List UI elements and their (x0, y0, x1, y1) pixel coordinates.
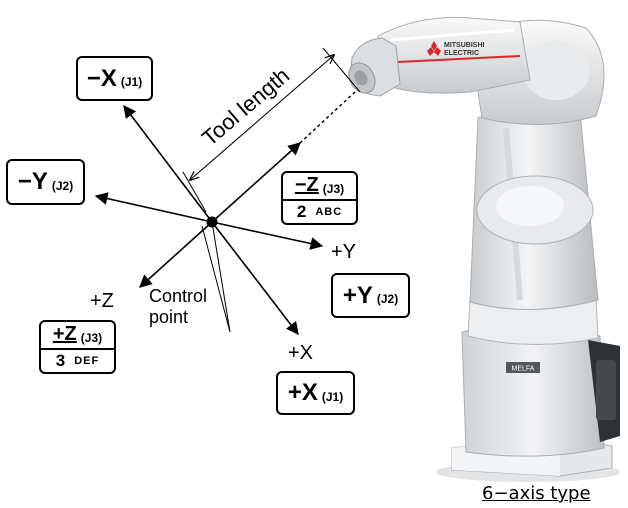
arrow-plus-z (139, 221, 213, 288)
key-plus-z[interactable]: +Z (J3) 3 DEF (39, 320, 116, 374)
control-point-label: Control point (149, 286, 207, 328)
key-plus-z-label: +Z (52, 323, 77, 346)
key-minus-x-label: −X (86, 64, 117, 92)
arrow-plus-y (211, 221, 324, 250)
key-plus-x-label: +X (287, 379, 318, 406)
control-point-label-line2: point (149, 307, 189, 327)
key-plus-x[interactable]: +X (J1) (276, 371, 355, 415)
arrow-minus-y (94, 192, 213, 223)
key-minus-x[interactable]: −X (J1) (76, 56, 153, 101)
key-plus-x-joint: (J1) (321, 389, 344, 404)
key-minus-y-joint: (J2) (51, 178, 74, 193)
axis-label-plus-z: +Z (90, 290, 114, 312)
key-minus-y[interactable]: −Y (J2) (6, 159, 85, 205)
control-point-dot (206, 216, 218, 228)
robot-melfa-label: MELFA (512, 366, 535, 373)
mitsubishi-logo (427, 41, 441, 56)
key-minus-z-letters: ABC (315, 205, 343, 218)
key-minus-x-joint: (J1) (120, 75, 143, 89)
key-minus-z-joint: (J3) (322, 182, 345, 197)
robot-forearm (377, 16, 531, 94)
robot-type-caption: 6−axis type (482, 483, 591, 504)
key-plus-z-letters: DEF (74, 354, 100, 367)
robot-melfa-plate (506, 362, 540, 373)
control-point-label-line1: Control (149, 286, 208, 306)
key-plus-y-joint: (J2) (376, 292, 399, 306)
key-minus-z-label: −Z (294, 174, 319, 197)
axis-label-plus-y: +Y (331, 241, 357, 263)
arrow-plus-x (211, 221, 299, 336)
key-plus-y[interactable]: +Y (J2) (331, 273, 410, 318)
robot-red-stripe (397, 55, 521, 63)
key-plus-y-label: +Y (342, 281, 373, 309)
key-plus-z-joint: (J3) (80, 331, 103, 346)
tool-length-extension-2 (322, 47, 361, 93)
tool-length-dimension (190, 55, 334, 180)
key-minus-z-number: 2 (296, 201, 307, 221)
key-plus-z-number: 3 (55, 350, 66, 370)
tool-length-extension-1 (182, 171, 207, 213)
robot-base-body (461, 325, 605, 457)
robot-arm-illustration: MELFA MITSUBISHI ELECTRIC (348, 16, 620, 482)
key-plus-z-bottom: 3 DEF (41, 350, 114, 372)
robot-brand-line2: ELECTRIC (444, 50, 479, 57)
tool-axis-dashed (299, 90, 357, 144)
key-minus-z-top: −Z (J3) (283, 173, 356, 201)
axis-label-plus-x: +X (288, 342, 314, 364)
key-plus-z-top: +Z (J3) (41, 322, 114, 350)
key-minus-y-label: −Y (17, 168, 48, 195)
arrow-minus-x (123, 104, 213, 223)
robot-brand-line1: MITSUBISHI (444, 42, 485, 49)
control-point-leader (201, 221, 231, 333)
key-minus-z-bottom: 2 ABC (283, 201, 356, 223)
key-minus-z[interactable]: −Z (J3) 2 ABC (281, 171, 358, 225)
tool-length-label: Tool length (197, 63, 294, 151)
